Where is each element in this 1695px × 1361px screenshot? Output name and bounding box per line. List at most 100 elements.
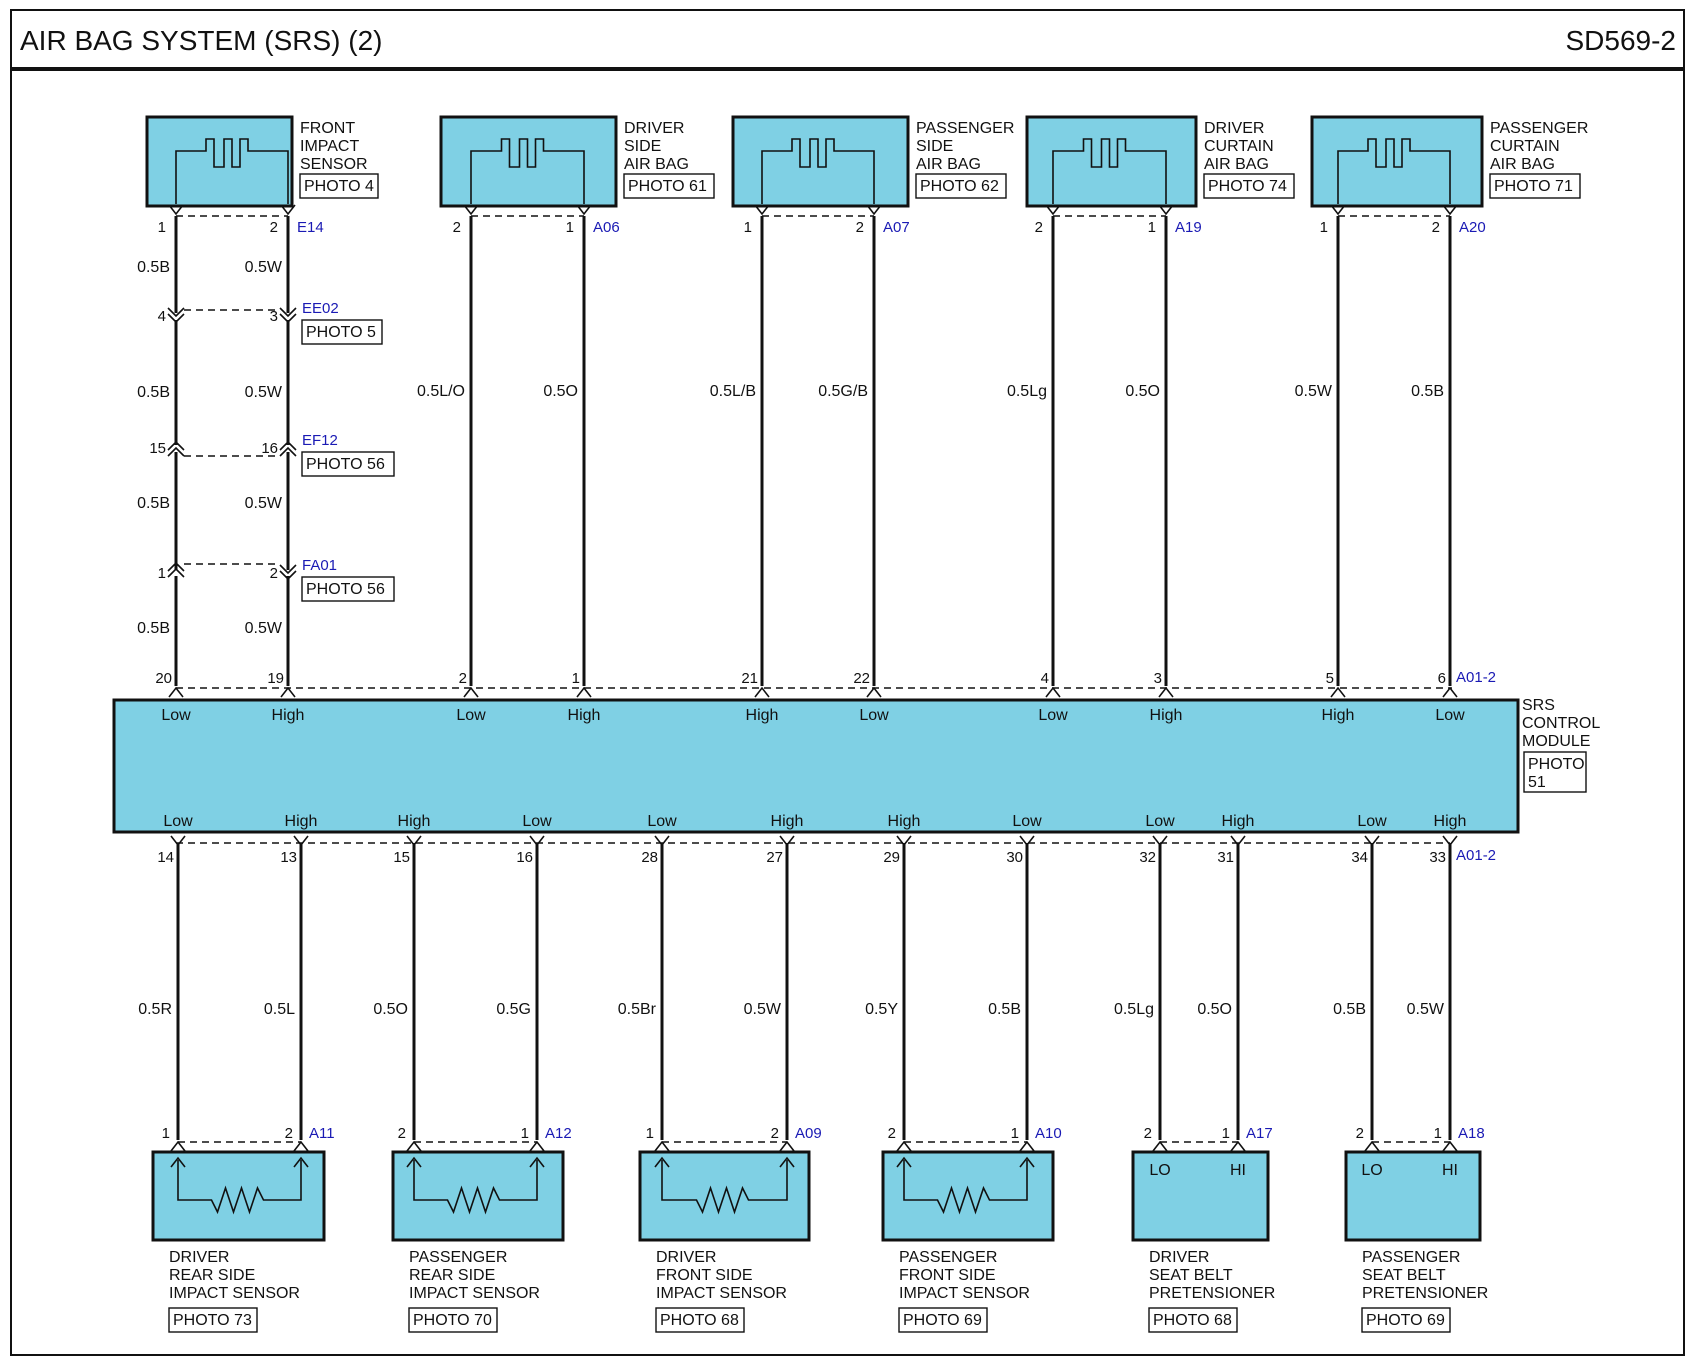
pin-arrow	[1364, 1140, 1380, 1152]
component-photo-label: PHOTO 68	[660, 1312, 739, 1329]
module-pin-arrow	[463, 686, 479, 698]
wire-label: 0.5B	[988, 1001, 1021, 1018]
pin-number: 1	[646, 1125, 654, 1142]
module-pin-number: 21	[741, 670, 758, 687]
module-pin-level: Low	[1435, 707, 1465, 724]
connector-id: E14	[297, 219, 324, 236]
resistor-symbol	[903, 1160, 1028, 1215]
squib-symbol	[1337, 138, 1451, 204]
module-pin-number: 31	[1217, 849, 1234, 866]
pin-arrow	[1442, 1140, 1458, 1152]
inline-connector-id: EF12	[302, 432, 338, 449]
module-pin-number: 14	[157, 849, 174, 866]
component-photo-label: PHOTO 62	[920, 178, 999, 195]
pin-number: 1	[566, 219, 574, 236]
pin-number: 1	[1011, 1125, 1019, 1142]
component-body-top-3	[731, 115, 910, 208]
pin-number: 1	[162, 1125, 170, 1142]
wire-label: 0.5Br	[618, 1001, 657, 1018]
inline-connector-id: FA01	[302, 557, 337, 574]
component-body-top-5	[1310, 115, 1484, 208]
pin-number: 2	[270, 219, 278, 236]
pin-arrow	[1158, 204, 1174, 216]
module-pin-number: 19	[267, 670, 284, 687]
module-bottom-connector-id: A01-2	[1456, 847, 1496, 864]
pin-arrow	[754, 204, 770, 216]
pin-arrow	[463, 204, 479, 216]
pin-number: 2	[888, 1125, 896, 1142]
wire-label: 0.5B	[137, 620, 170, 637]
component-photo-label-frame	[1361, 1307, 1451, 1333]
component-photo-label-frame	[1203, 173, 1295, 199]
pin-arrow	[1230, 1140, 1246, 1152]
module-pin-arrow	[1158, 686, 1174, 698]
wire-label: 0.5B	[137, 384, 170, 401]
terminal-chevron	[167, 307, 185, 324]
pin-number: 1	[158, 219, 166, 236]
component-photo-label-frame	[1148, 1307, 1238, 1333]
page-code: SD569-2	[1565, 25, 1676, 56]
pin-number: 1	[1320, 219, 1328, 236]
squib-symbol	[761, 138, 875, 204]
pin-number: 2	[453, 219, 461, 236]
module-pin-level: High	[1322, 707, 1355, 724]
module-pin-arrow	[1230, 835, 1246, 847]
wire-label: 0.5O	[1197, 1001, 1232, 1018]
wire-label: 0.5W	[1295, 383, 1333, 400]
terminal-arrow	[293, 1156, 309, 1168]
module-pin-arrow	[293, 835, 309, 847]
wire-label: 0.5G/B	[818, 383, 868, 400]
pin-arrow	[896, 1140, 912, 1152]
pin-arrow	[293, 1140, 309, 1152]
connector-id: A11	[309, 1125, 335, 1142]
pin-arrow	[654, 1140, 670, 1152]
inline-connector-photo-label-frame	[301, 576, 395, 602]
pin-number: 1	[744, 219, 752, 236]
module-pin-arrow	[1442, 835, 1458, 847]
module-pin-level: Low	[859, 707, 889, 724]
pin-number: 2	[270, 565, 278, 582]
wire-label: 0.5B	[1333, 1001, 1366, 1018]
module-pin-number: 33	[1429, 849, 1446, 866]
inline-connector-photo-label: PHOTO 56	[306, 456, 385, 473]
pin-arrow	[576, 204, 592, 216]
wire-label: 0.5W	[744, 1001, 782, 1018]
page-title: AIR BAG SYSTEM (SRS) (2)	[20, 25, 383, 56]
pin-arrow	[280, 204, 296, 216]
module-pin-number: 5	[1326, 670, 1334, 687]
pin-number: 1	[1434, 1125, 1442, 1142]
srs-control-module-body	[112, 698, 1520, 834]
wire-label: 0.5W	[245, 384, 283, 401]
pin-number: 1	[1148, 219, 1156, 236]
squib-symbol	[470, 138, 585, 204]
terminal-arrow	[654, 1156, 670, 1168]
module-pin-level: High	[888, 813, 921, 830]
component-photo-label-frame	[915, 173, 1007, 199]
inline-connector-photo-label-frame	[301, 319, 383, 345]
module-pin-arrow	[1019, 835, 1035, 847]
pin-arrow	[779, 1140, 795, 1152]
pin-arrow	[1045, 204, 1061, 216]
component-body-bottom-5	[1131, 1150, 1270, 1242]
module-pin-level: High	[285, 813, 318, 830]
module-pin-level: High	[771, 813, 804, 830]
component-body-top-2	[439, 115, 618, 208]
module-pin-arrow	[1364, 835, 1380, 847]
module-pin-number: 28	[641, 849, 658, 866]
wire-label: 0.5W	[245, 495, 283, 512]
pin-number: 2	[1432, 219, 1440, 236]
module-pin-arrow	[168, 686, 184, 698]
component-body-top-1	[145, 115, 294, 208]
terminal-chevron	[167, 440, 185, 457]
pin-number: 2	[398, 1125, 406, 1142]
module-pin-level: Low	[456, 707, 486, 724]
module-pin-arrow	[280, 686, 296, 698]
terminal-label: LO	[1149, 1162, 1170, 1179]
pin-number: 2	[1144, 1125, 1152, 1142]
